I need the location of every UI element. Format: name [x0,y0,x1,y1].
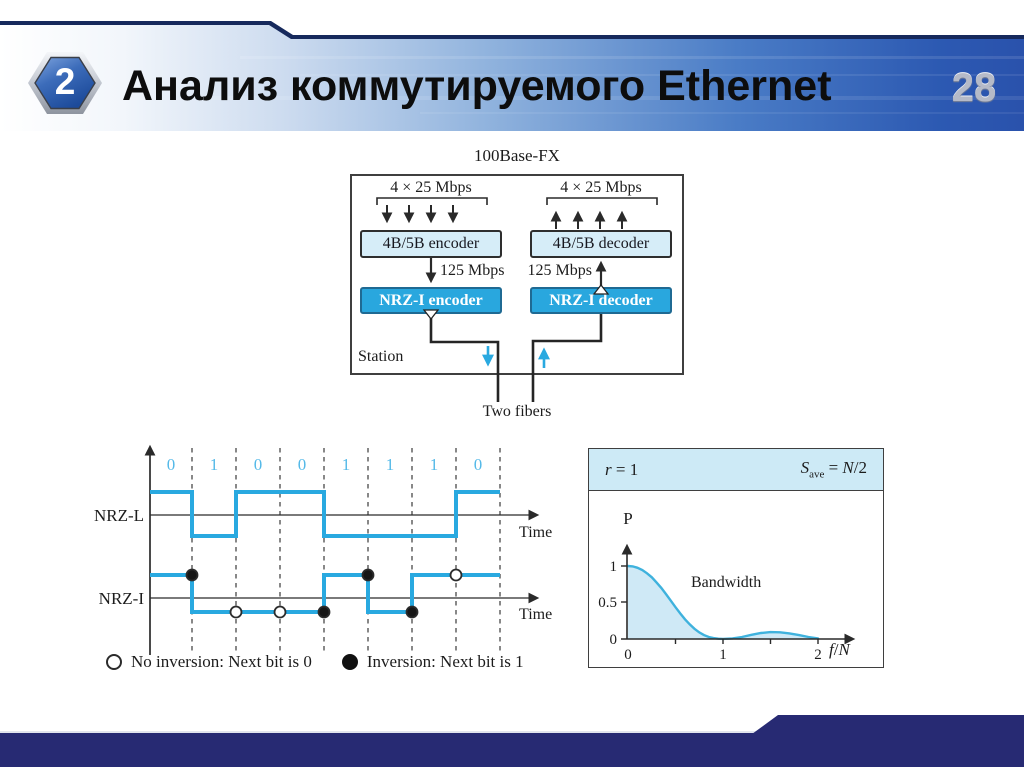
hexagon-badge-icon [28,52,102,114]
legend-text: No inversion: Next bit is 0 [131,652,312,671]
x-tick-label: 1 [719,647,727,663]
4b5b-encoder-block: 4B/5B encoder [360,230,502,258]
footer-bar [0,733,1024,767]
tx-mid-rate-label: 125 Mbps [440,262,505,279]
legend-text: Inversion: Next bit is 1 [366,652,524,671]
footer-hairline [0,731,1024,733]
footer-corner-shape [752,715,1024,734]
rx-up-arrows-icon [550,210,628,229]
legend-item-inversion: Inversion: Next bit is 1 [341,652,524,672]
spectrum-chart: 1 0.5 00 1 2 [598,543,856,663]
slide-number-badge [26,48,104,119]
x-tick-label: 0 [624,647,632,663]
spectrum-curve [626,564,820,641]
no-inversion-dot [229,605,243,619]
inversion-dot [317,605,331,619]
legend-item-no-inversion: No inversion: Next bit is 0 [106,652,312,672]
inversion-dot [405,605,419,619]
no-inversion-dot [449,568,463,582]
encoder-out-triangle-icon [422,309,440,321]
fiber-out-line [429,314,500,402]
tx-bracket [376,197,488,205]
x-tick-label: 2 [814,647,822,663]
spectrum-header: r = 1 Save = N/2 [589,449,883,491]
spectrum-y-axis-label: P [623,509,633,528]
bit-label: 0 [298,455,307,474]
NRZ-I-signal [150,573,500,614]
y-tick-label: 0 [610,632,618,648]
open-circle-icon [106,654,122,670]
bit-label: 1 [386,455,395,474]
spectrum-x-axis-label: f/N [829,640,850,659]
encoding-diagram-art [376,197,658,402]
header-texture [200,56,1024,114]
bandwidth-annotation: Bandwidth [691,574,762,591]
rx-bracket [546,197,658,205]
badge-number: 2 [54,60,76,102]
nrzl-time-label: Time [519,524,553,541]
nrzi-encoder-block: NRZ-I encoder [360,287,502,314]
bit-label: 1 [342,455,351,474]
nrzi-legend: No inversion: Next bit is 0 Inversion: N… [106,652,524,672]
station-box [350,174,684,375]
slide-title: Анализ коммутируемого Ethernet [122,62,832,110]
no-inversion-dot [273,605,287,619]
nrzi-time-label: Time [519,606,553,623]
header-band [0,25,1024,131]
nrz-waveform-chart: 0 1 0 0 1 1 1 0 [144,444,540,655]
spectrum-area [628,566,818,639]
y-tick-label: 0.5 [598,595,617,611]
nrzi-row-label: NRZ-I [98,589,144,608]
save-equation: Save = N/2 [800,458,867,481]
inversion-dot [185,568,199,582]
tx-input-rate-label: 4 × 25 Mbps [390,179,472,196]
y-tick-label: 1 [610,559,618,575]
bit-label: 1 [210,455,219,474]
filled-circle-icon [341,654,358,670]
decoder-in-triangle-icon [592,283,610,295]
4b5b-decoder-block: 4B/5B decoder [530,230,672,258]
nrzl-row-label: NRZ-L [93,506,144,525]
two-fibers-label: Two fibers [482,403,552,420]
inversion-dot [361,568,375,582]
bit-label: 0 [167,455,176,474]
bit-label: 0 [474,455,483,474]
rx-mid-rate-label: 125 Mbps [527,262,592,279]
bit-label: 1 [430,455,439,474]
tx-down-arrows-icon [381,205,459,224]
station-label: Station [358,348,404,365]
header-banner [0,21,1024,131]
r-equation: r = 1 [605,459,639,479]
bit-label: 0 [254,455,263,474]
rx-output-rate-label: 4 × 25 Mbps [560,179,642,196]
fiber-in-line [531,314,603,402]
page-number: 28 [951,66,997,110]
NRZ-L-signal [150,490,500,538]
diagram-title: 100Base-FX [474,146,560,165]
